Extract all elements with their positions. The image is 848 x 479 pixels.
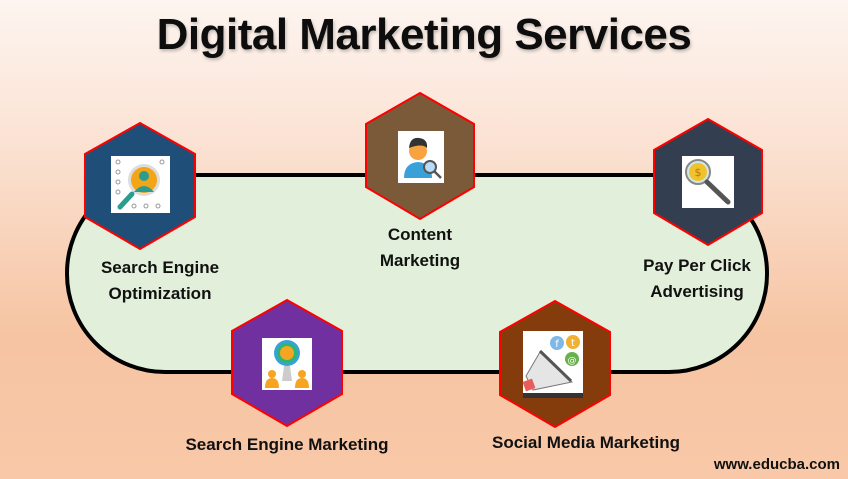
service-label-ppc: Pay Per Click Advertising — [627, 253, 767, 305]
svg-text:@: @ — [568, 356, 577, 366]
label-line: Advertising — [650, 282, 744, 301]
service-label-content: Content Marketing — [360, 222, 480, 274]
website-footer: www.educba.com — [713, 456, 840, 473]
service-label-social: Social Media Marketing — [466, 430, 706, 456]
label-line: Marketing — [379, 251, 461, 270]
seo-magnifier-person-icon — [111, 156, 170, 213]
svg-text:t: t — [571, 338, 575, 349]
service-label-seo: Search Engine Optimization — [80, 255, 240, 307]
label-line: Pay Per Click — [643, 256, 751, 275]
dollar-magnifier-icon: $ — [682, 156, 734, 208]
label-line: Search Engine Marketing — [185, 435, 389, 454]
label-line: Search Engine — [100, 258, 220, 277]
megaphone-social-icon: f t @ — [522, 331, 583, 398]
label-line: Optimization — [108, 284, 212, 303]
svg-text:$: $ — [695, 166, 702, 179]
sem-globe-people-icon — [262, 338, 312, 390]
service-label-sem: Search Engine Marketing — [167, 432, 407, 458]
page-title: Digital Marketing Services — [156, 10, 692, 59]
label-line: Content — [387, 225, 453, 244]
label-line: Social Media Marketing — [492, 433, 680, 452]
svg-text:f: f — [555, 339, 559, 350]
person-search-icon — [398, 131, 444, 183]
